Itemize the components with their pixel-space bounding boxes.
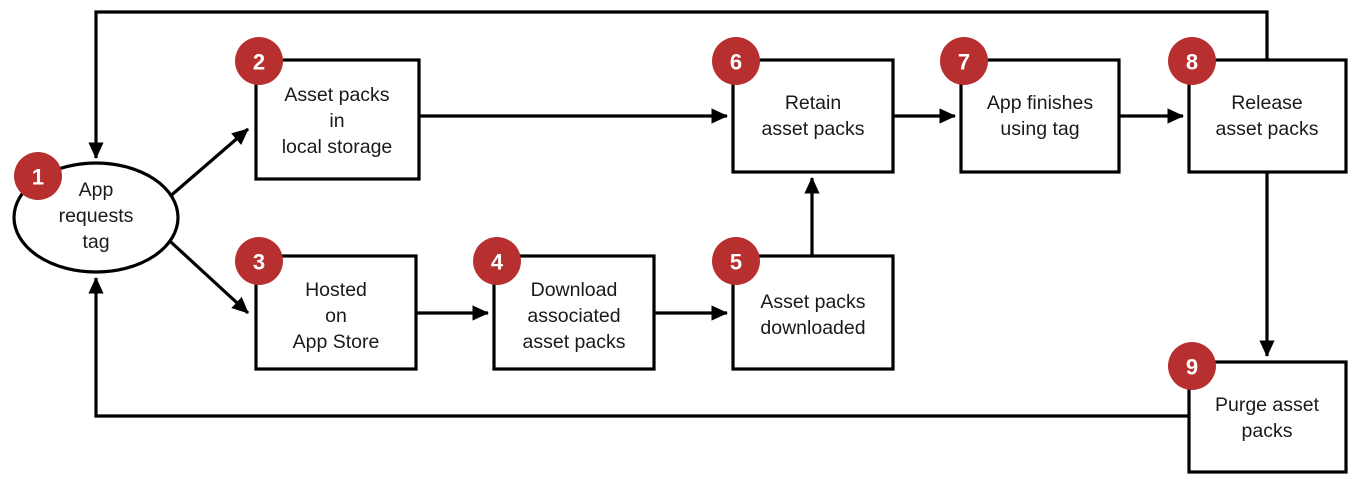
connectors (88, 10, 1275, 418)
badge-number: 2 (253, 50, 265, 75)
node-label-line3: local storage (282, 136, 393, 158)
node-shape-rect (1187, 360, 1348, 474)
node-label-line2: packs (1242, 420, 1293, 442)
badge-number: 4 (491, 250, 504, 275)
node-shape-rect (731, 254, 895, 371)
node-asset-packs-in-local-storage[interactable]: Asset packs in local storage (254, 58, 421, 181)
edge-app-requests-to-app-store (158, 230, 250, 315)
node-shape-rect (492, 254, 656, 371)
node-hosted-on-app-store[interactable]: Hosted on App Store (254, 254, 418, 371)
node-shape-rect (1187, 58, 1348, 174)
badge-number: 8 (1186, 50, 1198, 75)
badge-number: 5 (730, 250, 742, 275)
badge-number: 3 (253, 250, 265, 275)
badge-number: 9 (1186, 355, 1198, 380)
node-label-line3: tag (82, 231, 109, 253)
node-label-line2: requests (59, 205, 134, 227)
badge-circle (940, 37, 988, 85)
step-badge-5[interactable]: 5 (712, 237, 760, 285)
node-label-line2: associated (527, 305, 620, 327)
node-shape-rect (254, 58, 421, 181)
node-asset-packs-downloaded[interactable]: Asset packs downloaded (731, 254, 895, 371)
step-badge-6[interactable]: 6 (712, 37, 760, 85)
node-shape-rect (731, 58, 895, 174)
badge-circle (712, 237, 760, 285)
node-retain-asset-packs[interactable]: Retain asset packs (731, 58, 895, 174)
node-label-line2: in (329, 110, 344, 132)
step-badge-4[interactable]: 4 (473, 237, 521, 285)
node-label-line2: downloaded (760, 317, 865, 339)
edge-purge-to-app-requests (88, 277, 1189, 418)
step-badges: 1 2 3 4 5 6 (14, 37, 1216, 390)
node-release-asset-packs[interactable]: Release asset packs (1187, 58, 1348, 174)
node-purge-asset-packs[interactable]: Purge asset packs (1187, 360, 1348, 474)
badge-circle (14, 152, 62, 200)
step-badge-8[interactable]: 8 (1168, 37, 1216, 85)
badge-circle (712, 37, 760, 85)
node-label-line1: Release (1231, 92, 1303, 114)
edge-app-requests-to-local-storage (158, 127, 250, 207)
step-badge-1[interactable]: 1 (14, 152, 62, 200)
step-badge-3[interactable]: 3 (235, 237, 283, 285)
node-label-line2: asset packs (1216, 118, 1319, 140)
node-label-line1: Download (531, 279, 618, 301)
node-label-line3: asset packs (523, 331, 626, 353)
node-shape-rect (254, 254, 418, 371)
node-label-line1: App (79, 179, 114, 201)
node-app-finishes-using-tag[interactable]: App finishes using tag (959, 58, 1121, 174)
badge-circle (473, 237, 521, 285)
badge-circle (235, 237, 283, 285)
node-label-line1: Purge asset (1215, 394, 1320, 416)
node-shape-rect (959, 58, 1121, 174)
node-label-line2: asset packs (762, 118, 865, 140)
node-download-associated-asset-packs[interactable]: Download associated asset packs (492, 254, 656, 371)
nodes: App requests tag Asset packs in local st… (12, 58, 1348, 474)
badge-number: 7 (958, 50, 970, 75)
node-label-line1: Asset packs (284, 84, 389, 106)
edge-release-to-app-requests (88, 10, 1269, 159)
step-badge-9[interactable]: 9 (1168, 342, 1216, 390)
step-badge-7[interactable]: 7 (940, 37, 988, 85)
node-label-line2: on (325, 305, 347, 327)
node-label-line3: App Store (293, 331, 380, 353)
badge-circle (235, 37, 283, 85)
badge-circle (1168, 342, 1216, 390)
node-label-line1: App finishes (987, 92, 1093, 114)
node-label-line1: Hosted (305, 279, 367, 301)
node-label-line2: using tag (1000, 118, 1079, 140)
badge-circle (1168, 37, 1216, 85)
step-badge-2[interactable]: 2 (235, 37, 283, 85)
node-label-line1: Retain (785, 92, 841, 114)
badge-number: 1 (32, 165, 44, 190)
badge-number: 6 (730, 50, 742, 75)
node-label-line1: Asset packs (760, 291, 865, 313)
